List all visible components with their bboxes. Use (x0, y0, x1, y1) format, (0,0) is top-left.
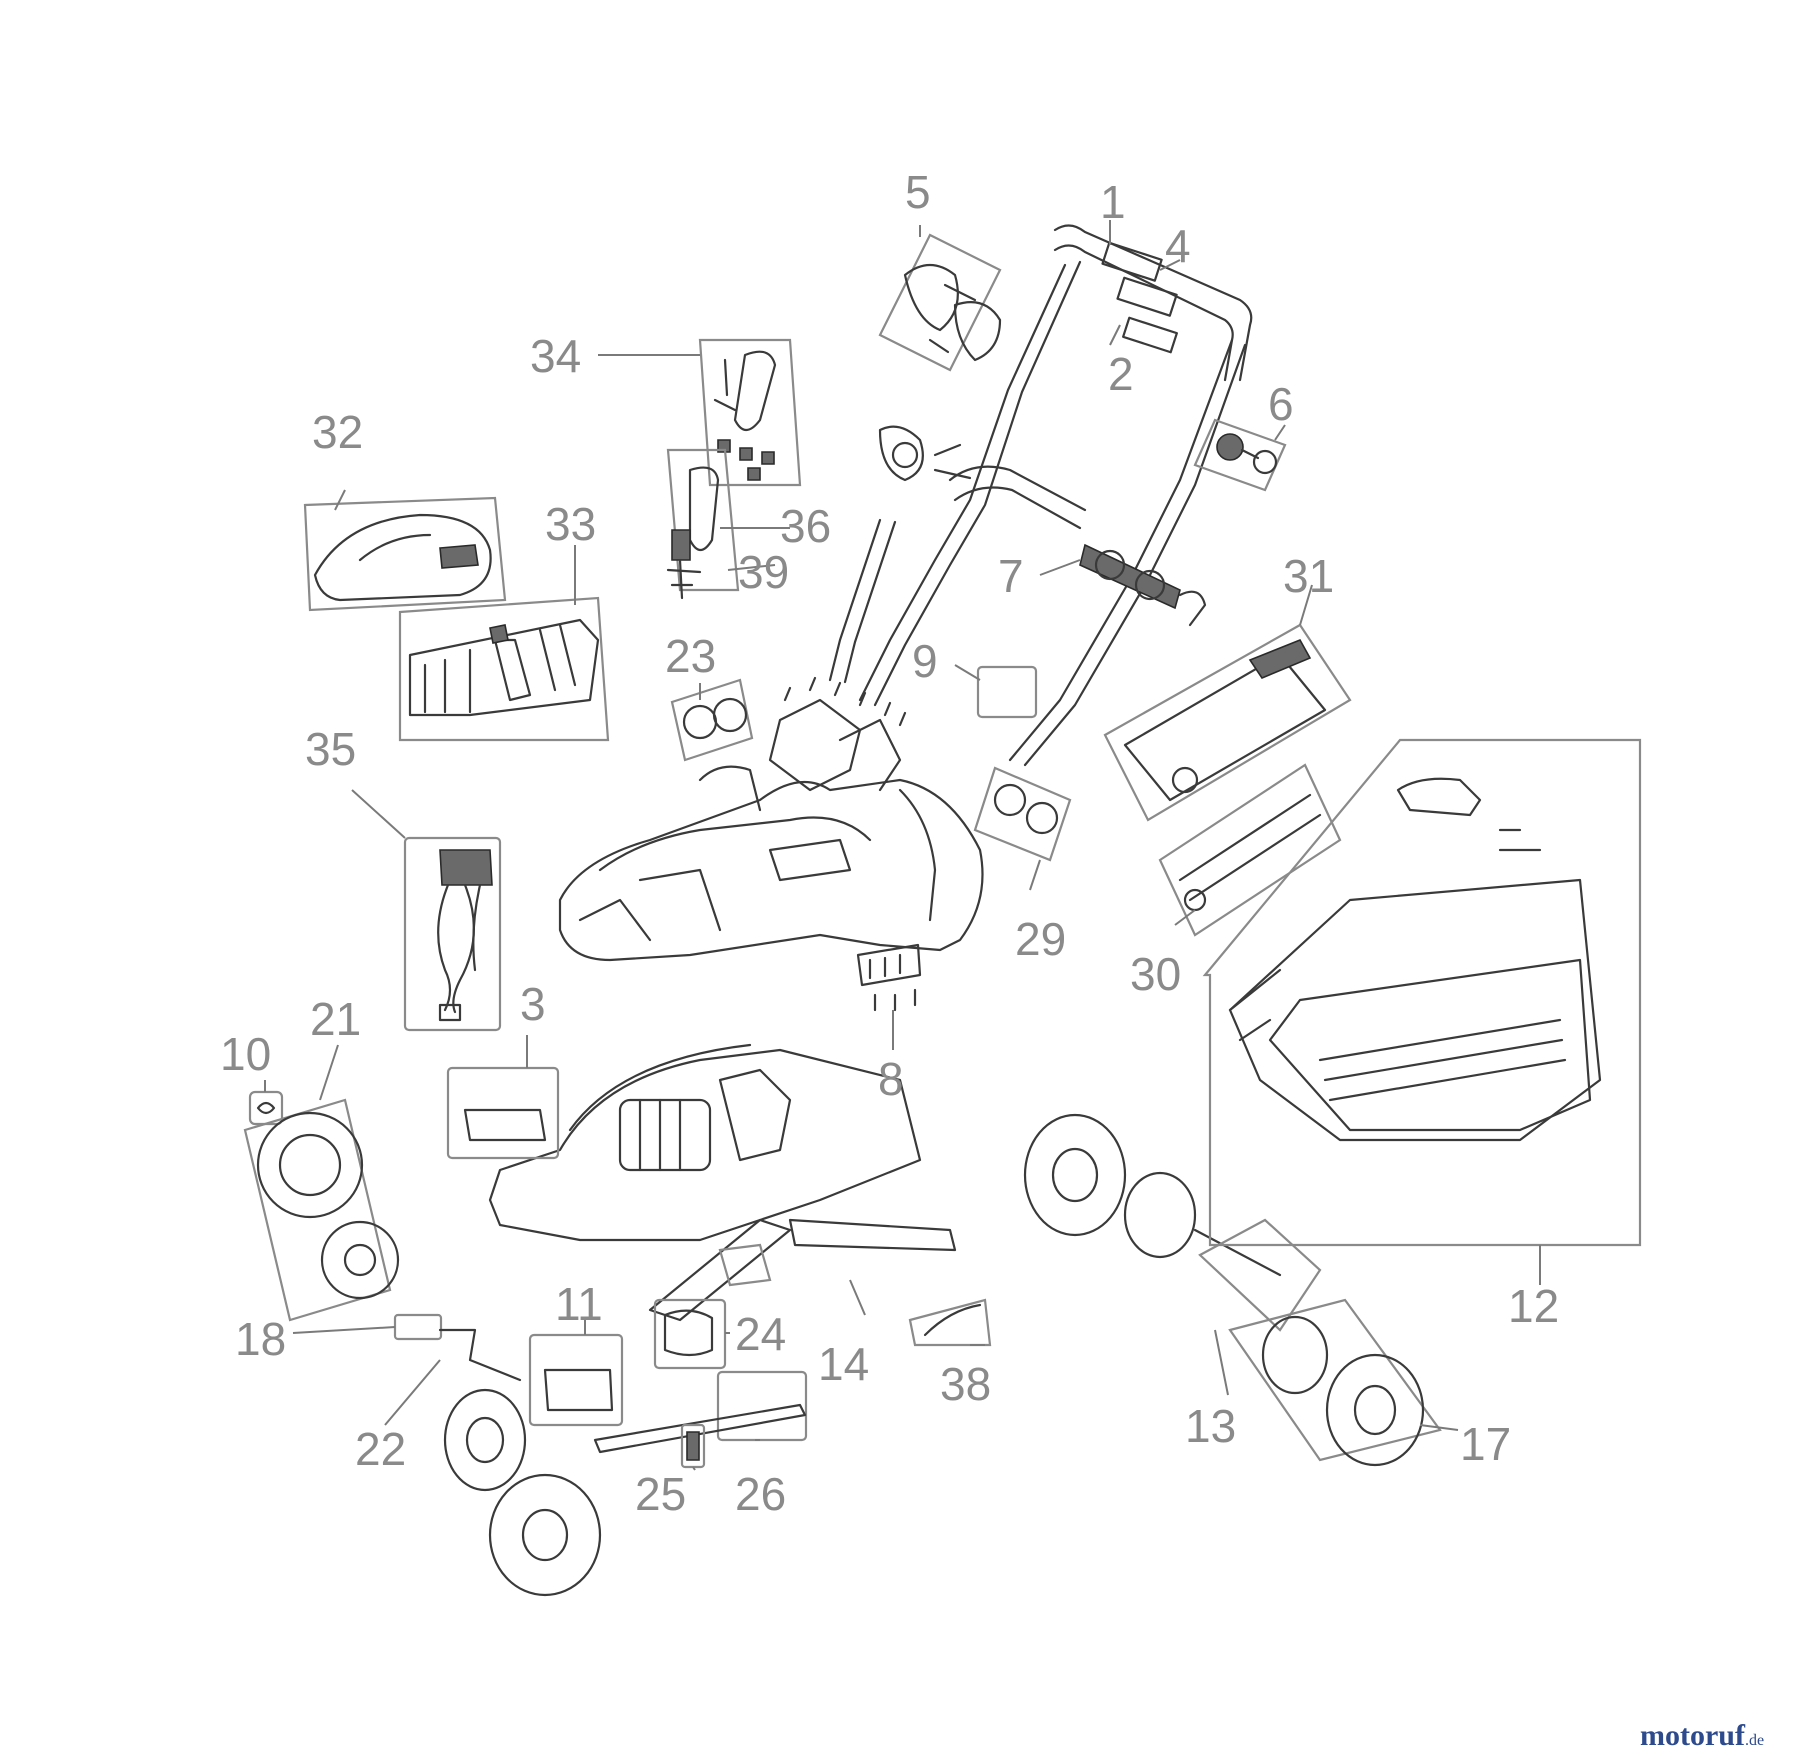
part-12-group (1202, 738, 1642, 1247)
part-34-group (698, 338, 802, 487)
part-18-group (393, 1313, 443, 1341)
callout-11: 11 (555, 1278, 603, 1330)
callout-38: 38 (940, 1358, 991, 1410)
callout-5: 5 (905, 166, 931, 218)
part-36-group (666, 448, 740, 592)
motor-deck (488, 1043, 922, 1242)
part-22-group (438, 1328, 602, 1597)
part-11-group (528, 1333, 624, 1427)
part-33-group (398, 596, 610, 742)
part-21-group (243, 1098, 400, 1322)
callout-32: 32 (312, 406, 363, 458)
callout-10: 10 (220, 1028, 271, 1080)
callout-30: 30 (1130, 948, 1181, 1000)
part-8-group (856, 943, 922, 1012)
callout-8: 8 (878, 1053, 904, 1105)
part-39-group (666, 558, 702, 600)
callout-25: 25 (635, 1468, 686, 1520)
deck-housing (558, 676, 984, 962)
leader-lines (264, 220, 1541, 1471)
part-32-group (303, 496, 507, 612)
callout-13: 13 (1185, 1400, 1236, 1452)
part-13-group (1023, 1113, 1322, 1332)
part-5-group (878, 233, 1002, 372)
handle-knob-right (1079, 543, 1207, 627)
part-25-group (680, 1423, 706, 1469)
callout-7: 7 (998, 550, 1024, 602)
callout-6: 6 (1268, 378, 1294, 430)
part-23-group (670, 678, 754, 762)
callout-23: 23 (665, 630, 716, 682)
callout-34: 34 (530, 330, 581, 382)
callout-22: 22 (355, 1423, 406, 1475)
watermark-suffix: .de (1745, 1732, 1764, 1749)
callout-18: 18 (235, 1313, 286, 1365)
callout-35: 35 (305, 723, 356, 775)
callout-9: 9 (912, 635, 938, 687)
callout-14: 14 (818, 1338, 869, 1390)
part-14-group (648, 1218, 957, 1322)
part-30-group (1158, 763, 1342, 937)
handle-lower-bar (828, 465, 1087, 684)
callout-36: 36 (780, 500, 831, 552)
part-38-group (908, 1298, 992, 1347)
part-6-group (1193, 418, 1287, 492)
callout-1: 1 (1100, 176, 1126, 228)
callout-24: 24 (735, 1308, 786, 1360)
part-31-group (1103, 623, 1352, 822)
callout-2: 2 (1108, 348, 1134, 400)
part-3-group (446, 1066, 560, 1160)
handle-knob-left (878, 425, 972, 482)
part-26-group (593, 1370, 808, 1454)
part-17-group (1228, 1298, 1442, 1467)
callout-21: 21 (310, 993, 361, 1045)
callout-26: 26 (735, 1468, 786, 1520)
callout-17: 17 (1460, 1418, 1511, 1470)
callout-31: 31 (1283, 550, 1334, 602)
callout-labels: 1 2 3 4 5 6 7 8 9 10 11 12 13 14 17 18 2… (220, 166, 1559, 1520)
svg-text:motoruf.de: motoruf.de (1640, 1719, 1764, 1752)
callout-3: 3 (520, 978, 546, 1030)
callout-4: 4 (1165, 220, 1191, 272)
watermark-logo: motoruf.de (1640, 1719, 1764, 1752)
callout-33: 33 (545, 498, 596, 550)
callout-39: 39 (738, 546, 789, 598)
part-29-group (973, 766, 1072, 862)
part-24-group (653, 1298, 727, 1370)
part-9-group (976, 665, 1038, 719)
part-35-group (403, 836, 502, 1032)
callout-29: 29 (1015, 913, 1066, 965)
watermark-brand-a: motoruf (1640, 1719, 1746, 1752)
callout-12: 12 (1508, 1280, 1559, 1332)
